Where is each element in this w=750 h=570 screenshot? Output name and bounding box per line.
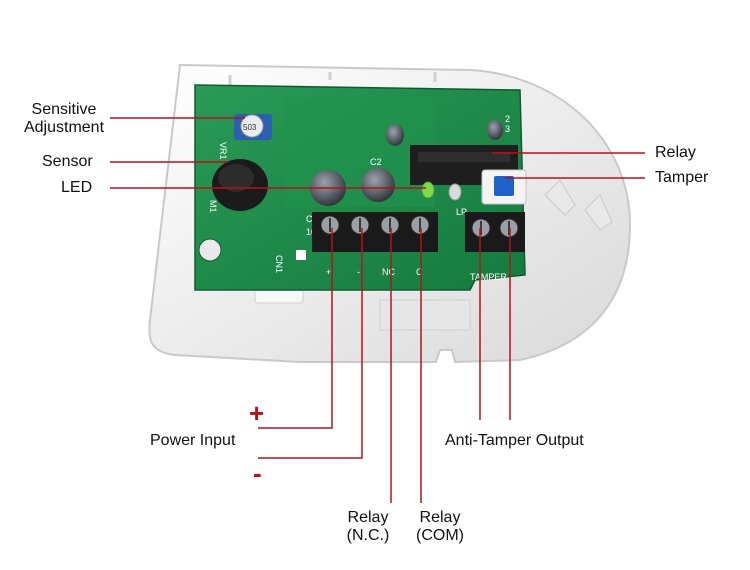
mounting-hole [198, 238, 222, 262]
pot-value: 503 [243, 123, 257, 132]
led-component: LP [421, 181, 467, 217]
cap2-mark: C2 [370, 157, 382, 167]
label-sensitive-adjustment: Sensitive Adjustment [18, 101, 110, 137]
label-relay-com: Relay (COM) [410, 509, 470, 545]
potentiometer: 503 VR1 [218, 114, 272, 160]
pcb-mark-nc: NC [382, 267, 395, 277]
pcb-mark-minus: - [357, 267, 360, 277]
label-anti-tamper-output: Anti-Tamper Output [445, 432, 584, 449]
sensor-mark: M1 [208, 200, 218, 213]
label-led: LED [61, 179, 93, 196]
pcb-mark-cn1: CN1 [274, 255, 284, 273]
label-relay-com-line1: Relay [419, 509, 461, 526]
tamper-switch [481, 169, 527, 205]
pcb-mark-tamper: TAMPER [470, 272, 507, 282]
label-relay-com-line2: (COM) [416, 527, 464, 544]
relay-mark-bot: 3 [505, 124, 510, 134]
terminal-block-tamper: TAMPER [465, 212, 525, 282]
leader-power-minus [258, 228, 363, 459]
terminal-block-main: + - NC C CN1 [274, 212, 438, 277]
leader-lines [110, 117, 645, 503]
label-relay: Relay [655, 144, 696, 161]
label-relay-nc-line1: Relay [347, 509, 389, 526]
pcb-mark-c: C [416, 267, 423, 277]
label-relay-nc: Relay (N.C.) [338, 509, 398, 545]
sensor-component: M1 [208, 159, 268, 213]
label-sensor: Sensor [42, 153, 93, 170]
led-mark: LP [456, 207, 467, 217]
label-sensitive-line2: Adjustment [23, 119, 105, 136]
pot-mark: VR1 [218, 142, 228, 160]
power-minus-sign: - [253, 458, 262, 488]
pcb-mark-plus: + [326, 267, 331, 277]
power-plus-sign: + [249, 398, 265, 428]
capacitor-small: 2 3 [386, 114, 510, 146]
cap1-value: 10 [306, 227, 316, 237]
label-relay-nc-line2: (N.C.) [346, 527, 390, 544]
cap1-mark: C1 [306, 214, 318, 224]
label-tamper: Tamper [655, 169, 709, 186]
capacitor-c2: C2 [361, 157, 395, 202]
leader-power-plus [258, 228, 333, 429]
relay-mark-top: 2 [505, 114, 510, 124]
label-power-input: Power Input [150, 432, 236, 449]
label-sensitive-line1: Sensitive [31, 101, 97, 118]
